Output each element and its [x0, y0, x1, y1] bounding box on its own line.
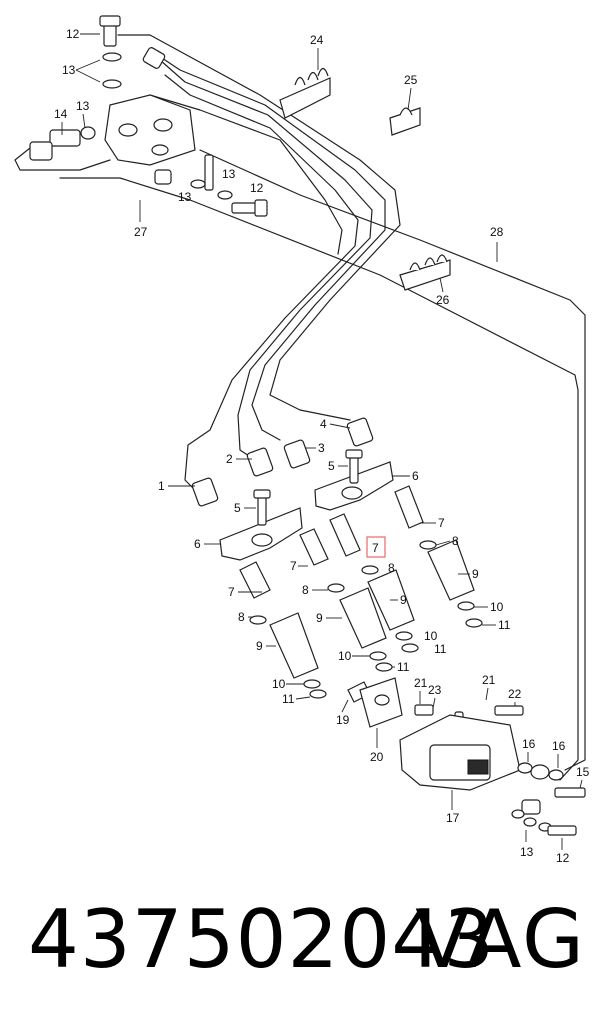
callout-11: 11 [434, 642, 447, 656]
callout-11: 11 [397, 660, 410, 674]
callout-12: 12 [66, 27, 80, 41]
callout-5: 5 [234, 501, 241, 515]
callout-6: 6 [412, 469, 419, 483]
injection-pipes [14, 34, 586, 781]
callout-10: 10 [272, 677, 286, 691]
callout-8: 8 [388, 561, 395, 575]
pipe-clips [279, 67, 451, 291]
callout-13: 13 [76, 99, 90, 113]
pipe-fittings [191, 417, 374, 507]
distributor-block [29, 15, 268, 217]
callout-7: 7 [290, 559, 297, 573]
callout-21: 21 [414, 676, 428, 690]
callout-6: 6 [194, 537, 201, 551]
callout-7-highlighted: 7 [372, 541, 379, 555]
callout-13: 13 [62, 63, 76, 77]
callout-9: 9 [316, 611, 323, 625]
callout-3: 3 [318, 441, 325, 455]
callout-16: 16 [552, 739, 566, 753]
callout-10: 10 [338, 649, 352, 663]
callout-7: 7 [438, 516, 445, 530]
callout-2: 2 [226, 452, 233, 466]
callout-8: 8 [302, 583, 309, 597]
injector-brackets [219, 449, 394, 561]
callout-21: 21 [482, 673, 496, 687]
injectors [239, 485, 483, 699]
callout-10: 10 [424, 629, 438, 643]
callout-9: 9 [256, 639, 263, 653]
callout-24: 24 [310, 33, 324, 47]
callout-28: 28 [490, 225, 504, 239]
callout-22: 22 [508, 687, 522, 701]
callout-16: 16 [522, 737, 536, 751]
callout-12: 12 [556, 851, 570, 865]
callout-23: 23 [428, 683, 442, 697]
brand-label: VAG [415, 893, 586, 986]
callout-13: 13 [520, 845, 534, 859]
callout-20: 20 [370, 750, 384, 764]
callout-25: 25 [404, 73, 418, 87]
callout-13: 13 [178, 190, 192, 204]
callout-11: 11 [282, 692, 295, 706]
callout-8: 8 [238, 610, 245, 624]
callout-19: 19 [336, 713, 350, 727]
callout-8: 8 [452, 534, 459, 548]
part-number: 437502043 [28, 893, 496, 986]
callout-13: 13 [222, 167, 236, 181]
callout-11: 11 [498, 618, 511, 632]
callout-17: 17 [446, 811, 460, 825]
callout-4: 4 [320, 417, 327, 431]
callout-10: 10 [490, 600, 504, 614]
callout-27: 27 [134, 225, 148, 239]
callout-labels: 12 13 14 13 13 13 12 24 25 26 27 28 4 3 … [54, 27, 590, 865]
callout-14: 14 [54, 107, 68, 121]
callout-15: 15 [576, 765, 590, 779]
callout-9: 9 [400, 593, 407, 607]
callout-5: 5 [328, 459, 335, 473]
injection-pump [347, 677, 586, 836]
callout-7: 7 [228, 585, 235, 599]
parts-diagram: 12 13 14 13 13 13 12 24 25 26 27 28 4 3 … [14, 15, 590, 865]
callout-1: 1 [158, 479, 165, 493]
callout-9: 9 [472, 567, 479, 581]
highlight-box [366, 536, 386, 558]
callout-12: 12 [250, 181, 264, 195]
callout-26: 26 [436, 293, 450, 307]
